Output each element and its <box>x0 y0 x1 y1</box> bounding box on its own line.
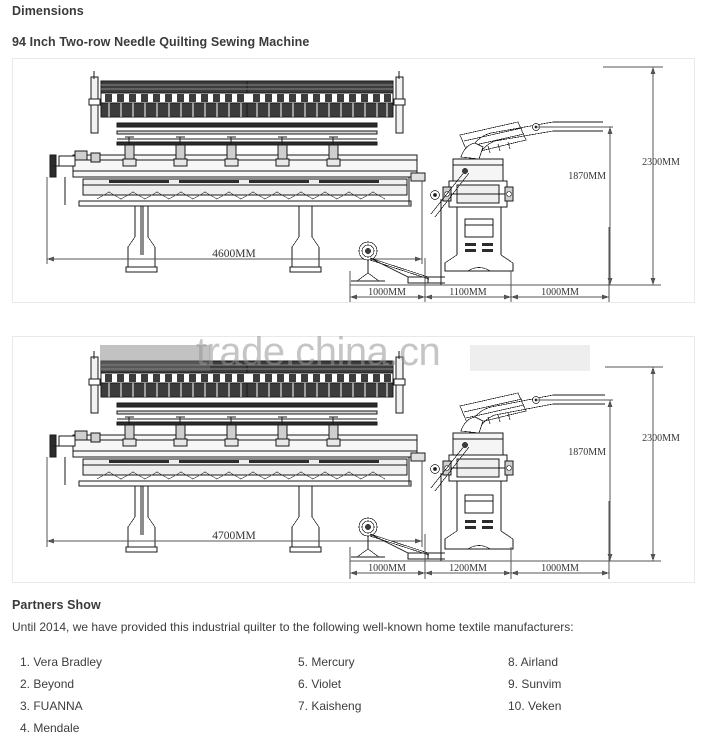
front-dimension-label-4700: 4700MM <box>212 530 255 542</box>
side-dimension-label-3: 1000MM <box>541 287 579 298</box>
partners-heading: Partners Show <box>12 598 101 612</box>
partner-item: 10. Veken <box>508 699 562 713</box>
partner-item: 3. FUANNA <box>20 699 83 713</box>
partner-item: 2. Beyond <box>20 677 75 691</box>
partner-item: 6. Violet <box>298 677 342 691</box>
page-title: Dimensions <box>12 4 84 18</box>
height-dimension-label-1870: 1870MM <box>568 171 606 182</box>
side-dimension-label-1: 1000MM <box>368 287 406 298</box>
partner-item: 4. Mendale <box>20 721 80 735</box>
product-title: 94 Inch Two-row Needle Quilting Sewing M… <box>12 35 310 49</box>
partner-item: 5. Mercury <box>298 655 355 669</box>
technical-drawing-4600: 4600MM 1000MM 1100MM 1000MM 1870MM 2300M… <box>46 66 680 302</box>
partner-item: 1. Vera Bradley <box>20 655 103 669</box>
partner-item: 9. Sunvim <box>508 677 562 691</box>
technical-drawing-4700: 4700MM 1000MM 1200MM 1000MM 1870MM 2300M… <box>46 351 680 579</box>
height-dimension-label-1870: 1870MM <box>568 447 606 458</box>
dimension-panel-4700: 4700MM 1000MM 1200MM 1000MM 1870MM 2300M… <box>12 336 695 583</box>
height-dimension-label-2300: 2300MM <box>642 433 680 444</box>
side-dimension-label-3: 1000MM <box>541 563 579 574</box>
front-dimension-label-4600: 4600MM <box>212 248 255 260</box>
partner-item: 7. Kaisheng <box>298 699 362 713</box>
partner-item: 8. Airland <box>508 655 559 669</box>
dimension-panel-4600: 4600MM 1000MM 1100MM 1000MM 1870MM 2300M… <box>12 58 695 303</box>
partners-intro: Until 2014, we have provided this indust… <box>12 620 574 634</box>
side-dimension-label-2: 1200MM <box>449 563 487 574</box>
side-dimension-label-2: 1100MM <box>449 287 487 298</box>
side-dimension-label-1: 1000MM <box>368 563 406 574</box>
height-dimension-label-2300: 2300MM <box>642 157 680 168</box>
